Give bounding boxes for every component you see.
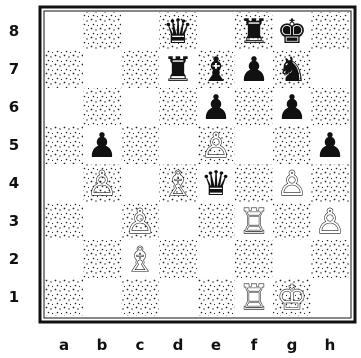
square-a4 xyxy=(45,164,83,202)
white-rook-f3: ♖ xyxy=(239,202,269,242)
file-label-a: a xyxy=(59,336,69,354)
square-a8 xyxy=(45,12,83,50)
file-labels: a b c d e f g h xyxy=(59,336,335,354)
rank-label-2: 2 xyxy=(9,250,19,268)
square-d1 xyxy=(159,278,197,316)
white-bishop-d4: ♗ xyxy=(163,164,193,204)
square-f4 xyxy=(235,164,273,202)
square-g5 xyxy=(273,126,311,164)
file-label-h: h xyxy=(325,336,336,354)
white-pawn-h3: ♙ xyxy=(315,202,345,242)
black-rook-d7: ♜ xyxy=(163,50,193,90)
rank-label-5: 5 xyxy=(9,136,19,154)
black-pawn-b5: ♟ xyxy=(87,126,117,166)
black-pawn-g6: ♟ xyxy=(277,88,307,128)
square-c6 xyxy=(121,88,159,126)
square-a5 xyxy=(45,126,83,164)
square-h8 xyxy=(311,12,349,50)
square-d6 xyxy=(159,88,197,126)
black-pawn-h5: ♟ xyxy=(315,126,345,166)
white-pawn-b4: ♙ xyxy=(87,164,117,204)
black-queen-d8: ♛ xyxy=(163,12,193,52)
square-h2 xyxy=(311,240,349,278)
square-b8 xyxy=(83,12,121,50)
square-e2 xyxy=(197,240,235,278)
black-pawn-f7: ♟ xyxy=(239,50,269,90)
file-label-d: d xyxy=(173,336,184,354)
square-g2 xyxy=(273,240,311,278)
square-a7 xyxy=(45,50,83,88)
rank-label-4: 4 xyxy=(9,174,19,192)
square-h1 xyxy=(311,278,349,316)
white-pawn-c3: ♙ xyxy=(125,202,155,242)
square-c7 xyxy=(121,50,159,88)
white-king-g1: ♔ xyxy=(277,278,307,318)
square-c1 xyxy=(121,278,159,316)
rank-label-8: 8 xyxy=(9,22,19,40)
square-b7 xyxy=(83,50,121,88)
file-label-b: b xyxy=(97,336,108,354)
file-label-g: g xyxy=(287,336,298,354)
square-e3 xyxy=(197,202,235,240)
square-e8 xyxy=(197,12,235,50)
white-bishop-c2: ♗ xyxy=(125,240,155,280)
square-h6 xyxy=(311,88,349,126)
file-label-e: e xyxy=(211,336,221,354)
file-label-f: f xyxy=(251,336,258,354)
white-pawn-g4: ♙ xyxy=(277,164,307,204)
black-king-g8: ♚ xyxy=(277,12,307,52)
square-d3 xyxy=(159,202,197,240)
square-f5 xyxy=(235,126,273,164)
square-b6 xyxy=(83,88,121,126)
black-bishop-e7: ♝ xyxy=(201,50,231,90)
black-rook-f8: ♜ xyxy=(239,12,269,52)
square-g3 xyxy=(273,202,311,240)
square-e1 xyxy=(197,278,235,316)
white-pawn-e5: ♙ xyxy=(201,126,231,166)
square-b1 xyxy=(83,278,121,316)
rank-label-1: 1 xyxy=(9,288,19,306)
square-c8 xyxy=(121,12,159,50)
square-a1 xyxy=(45,278,83,316)
square-f2 xyxy=(235,240,273,278)
square-d5 xyxy=(159,126,197,164)
file-label-c: c xyxy=(136,336,145,354)
rank-label-3: 3 xyxy=(9,212,19,230)
rank-label-6: 6 xyxy=(9,98,19,116)
black-knight-g7: ♞ xyxy=(277,50,307,90)
black-pawn-e6: ♟ xyxy=(201,88,231,128)
square-a3 xyxy=(45,202,83,240)
rank-label-7: 7 xyxy=(9,60,19,78)
square-d2 xyxy=(159,240,197,278)
rank-labels: 8 7 6 5 4 3 2 1 xyxy=(9,22,19,306)
square-b3 xyxy=(83,202,121,240)
square-h4 xyxy=(311,164,349,202)
square-b2 xyxy=(83,240,121,278)
square-a2 xyxy=(45,240,83,278)
square-f6 xyxy=(235,88,273,126)
square-c5 xyxy=(121,126,159,164)
square-h7 xyxy=(311,50,349,88)
square-c4 xyxy=(121,164,159,202)
white-rook-f1: ♖ xyxy=(239,278,269,318)
square-a6 xyxy=(45,88,83,126)
black-queen-e4: ♛ xyxy=(201,164,231,204)
